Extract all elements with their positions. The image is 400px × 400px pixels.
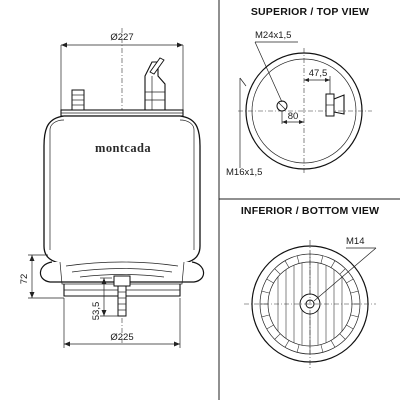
bottom-view-title: INFERIOR / BOTTOM VIEW [241, 205, 379, 217]
air-fitting-tip [149, 57, 165, 75]
rib-radial [284, 340, 290, 348]
piston-curve-2 [71, 268, 173, 273]
brand-label: montcada [95, 141, 151, 155]
m16-leader-tip [239, 77, 247, 87]
rib-radial [339, 333, 346, 340]
bottom-diameter-label: Ø225 [110, 332, 133, 343]
dim-80-label: 80 [288, 111, 299, 122]
rib-radial [339, 268, 346, 275]
dim-80-arrows [282, 120, 304, 124]
lower-stud [117, 285, 127, 317]
rib-radial [320, 255, 324, 264]
thread-m24-label: M24x1,5 [255, 30, 291, 41]
rib-radial [274, 333, 281, 340]
rib-radial [320, 344, 324, 353]
rib-radial [261, 290, 270, 294]
m24-stud-mark [278, 102, 286, 110]
rib-radial [284, 260, 290, 268]
rib-radial [266, 278, 274, 284]
thread-m14-label: M14 [346, 236, 364, 247]
rib-radial [330, 340, 336, 348]
rib-radial [346, 278, 354, 284]
rib-radial [266, 324, 274, 330]
bellows-shoulder-left [49, 119, 65, 131]
bellows-shoulder-right [179, 119, 195, 131]
lower-stud-nut [113, 275, 131, 287]
thread-m16-label: M16x1,5 [226, 167, 262, 178]
bellows-body [43, 115, 201, 265]
dim-47-label: 47,5 [309, 68, 328, 79]
side-view: Ø227 montcada [19, 28, 205, 348]
layout-frame [218, 0, 400, 400]
piston-curve-3 [79, 274, 165, 278]
m24-leader-diag [254, 41, 283, 103]
rib-radial [330, 260, 336, 268]
top-diameter-label: Ø227 [110, 32, 133, 43]
rib-radial [274, 268, 281, 275]
height-72-label: 72 [19, 274, 30, 285]
rib-radial [350, 290, 359, 294]
rib-radial [296, 255, 300, 264]
bottom-view: INFERIOR / BOTTOM VIEW M14 [241, 205, 379, 368]
rib-radial [346, 324, 354, 330]
top-view-title: SUPERIOR / TOP VIEW [251, 6, 369, 18]
rib-radial [350, 314, 359, 318]
piston-curve-1 [65, 261, 179, 267]
height-53-label: 53,5 [91, 302, 102, 321]
rib-radial [296, 344, 300, 353]
m14-leader-diag [313, 247, 377, 302]
top-view: SUPERIOR / TOP VIEW 47,5 80 M24x1,5 M16x… [226, 6, 372, 178]
rib-radial [261, 314, 270, 318]
air-fitting-arm [333, 94, 345, 115]
